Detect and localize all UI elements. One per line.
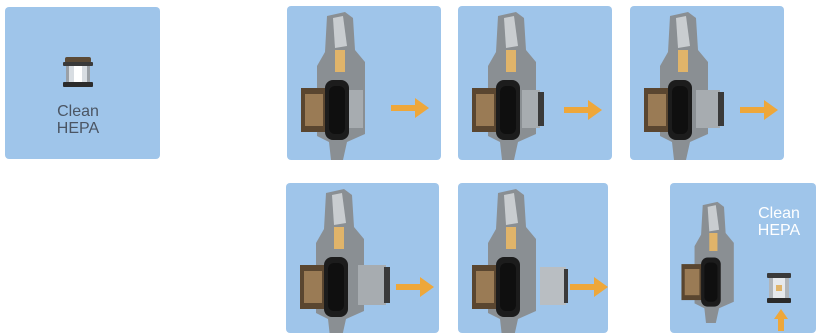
vacuum-body-illustration — [458, 6, 568, 160]
step-3-tile — [630, 6, 784, 160]
step-1-tile — [287, 6, 441, 160]
step-4-tile — [286, 183, 439, 333]
arrow-right-icon — [391, 96, 429, 120]
clean-hepa-tile[interactable]: Clean HEPA — [5, 7, 160, 159]
arrow-right-icon — [740, 98, 778, 122]
vacuum-body-illustration — [458, 183, 568, 333]
hepa-filter-icon — [62, 55, 94, 89]
clean-hepa-label: Clean HEPA — [746, 205, 812, 239]
vacuum-body-illustration — [630, 6, 740, 160]
vacuum-body-illustration — [287, 6, 397, 160]
vacuum-body-illustration — [286, 183, 396, 333]
step-6-tile: Clean HEPA — [670, 183, 816, 333]
step-2-tile — [458, 6, 612, 160]
arrow-up-icon — [774, 309, 788, 331]
arrow-right-icon — [396, 275, 434, 299]
arrow-right-icon — [564, 98, 602, 122]
filter-label-line2: HEPA — [5, 120, 151, 137]
step-5-tile — [458, 183, 608, 333]
removed-filter-icon — [766, 271, 792, 305]
filter-label: Clean HEPA — [5, 103, 151, 137]
arrow-right-icon — [570, 275, 608, 299]
filter-label-line1: Clean — [5, 103, 151, 120]
clean-hepa-label-line1: Clean — [746, 205, 812, 222]
clean-hepa-label-line2: HEPA — [746, 222, 812, 239]
